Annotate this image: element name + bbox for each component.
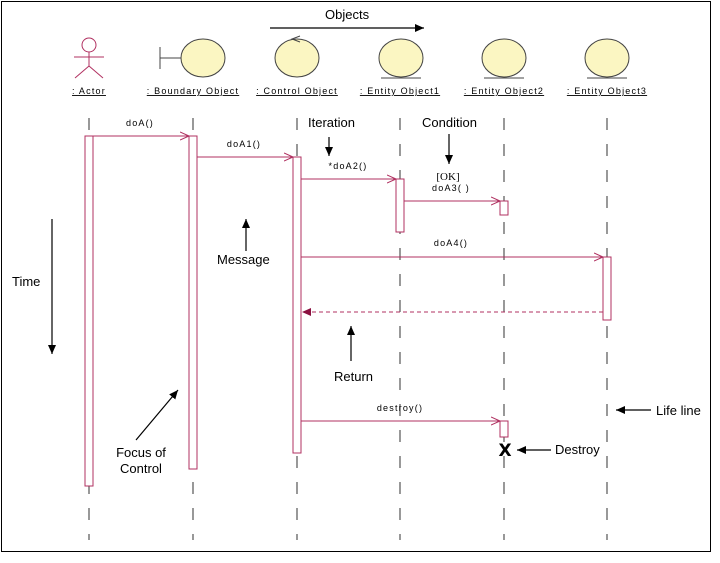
message-doA3-label: doA3( )	[432, 183, 470, 193]
activation-entity1	[395, 178, 405, 233]
control-object-icon	[274, 35, 320, 78]
participant-label-entity2: : Entity Object2	[464, 86, 544, 96]
message-doA3-guard: [OK]	[436, 171, 459, 183]
entity-object2-icon	[481, 38, 527, 79]
participant-label-entity1: : Entity Object1	[360, 86, 440, 96]
annotation-lifeline: Life line	[656, 403, 701, 418]
annotation-return: Return	[334, 369, 373, 384]
destroy-x-mark: X	[498, 441, 511, 461]
activation-entity2	[499, 200, 509, 216]
message-doA1-label: doA1()	[227, 139, 261, 149]
annotation-iteration: Iteration	[308, 115, 355, 130]
message-doA2-label: *doA2()	[329, 161, 368, 171]
actor-figure	[74, 37, 104, 79]
participant-label-boundary: : Boundary Object	[147, 86, 239, 96]
message-doA4-label: doA4()	[434, 238, 468, 248]
message-destroy-label: destroy()	[377, 403, 423, 413]
annotation-time: Time	[12, 274, 40, 289]
boundary-object-icon	[159, 38, 226, 78]
entity-object1-icon	[378, 38, 424, 79]
diagram-frame	[1, 1, 711, 552]
activation-control	[292, 156, 302, 454]
annotation-destroy: Destroy	[555, 442, 600, 457]
activation-actor	[84, 135, 94, 487]
activation-entity2-destroy	[499, 420, 509, 438]
annotation-condition: Condition	[422, 115, 477, 130]
participant-label-entity3: : Entity Object3	[567, 86, 647, 96]
annotation-focus-line1: Focus of	[116, 445, 166, 460]
entity-object3-icon	[584, 38, 630, 79]
participant-label-control: : Control Object	[256, 86, 338, 96]
objects-heading: Objects	[325, 7, 370, 22]
participant-label-actor: : Actor	[72, 86, 106, 96]
activation-entity3	[602, 256, 612, 321]
focus-of-control-arrow	[135, 389, 179, 441]
annotation-focus-line2: Control	[120, 461, 162, 476]
message-doA-label: doA()	[126, 118, 154, 128]
annotation-message: Message	[217, 252, 270, 267]
activation-boundary	[188, 135, 198, 470]
